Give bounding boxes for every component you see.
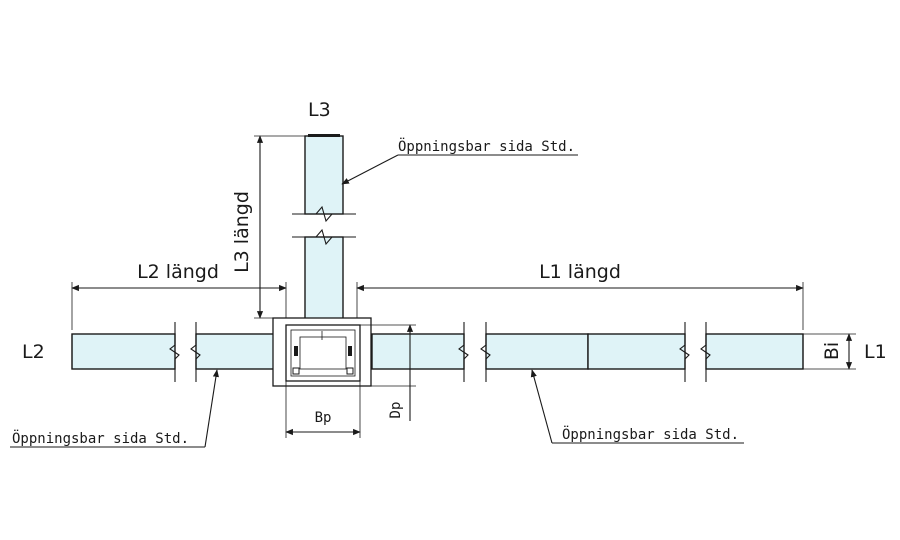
dimension-bp: Bp <box>285 381 361 438</box>
leader-opening-side-top: Öppningsbar sida Std. <box>341 137 578 185</box>
bp-label: Bp <box>315 410 332 426</box>
duct-l3 <box>292 134 356 320</box>
dimension-l2-length: L2 längd <box>71 261 287 330</box>
leader-opening-side-right: Öppningsbar sida Std. <box>530 369 744 444</box>
l1-label: L1 <box>864 341 887 363</box>
dimension-dp: Dp <box>360 324 416 421</box>
opening-side-right-label: Öppningsbar sida Std. <box>562 425 739 443</box>
junction-box <box>272 317 372 387</box>
leader-opening-side-left: Öppningsbar sida Std. <box>10 369 219 448</box>
dimension-l1-length: L1 längd <box>356 261 804 330</box>
l3-label: L3 <box>308 99 331 121</box>
dp-label: Dp <box>388 402 404 419</box>
l3-length-label: L3 längd <box>231 191 253 273</box>
dimension-l3-length: L3 längd <box>231 135 305 319</box>
dimension-bi: Bi <box>803 333 856 370</box>
duct-l2 <box>71 322 277 382</box>
opening-side-top-label: Öppningsbar sida Std. <box>398 137 575 155</box>
duct-l1 <box>371 322 804 382</box>
l1-length-label: L1 längd <box>539 261 621 283</box>
opening-side-left-label: Öppningsbar sida Std. <box>12 429 189 447</box>
bi-label: Bi <box>821 342 843 360</box>
l2-length-label: L2 längd <box>137 261 219 283</box>
l2-label: L2 <box>22 341 45 363</box>
